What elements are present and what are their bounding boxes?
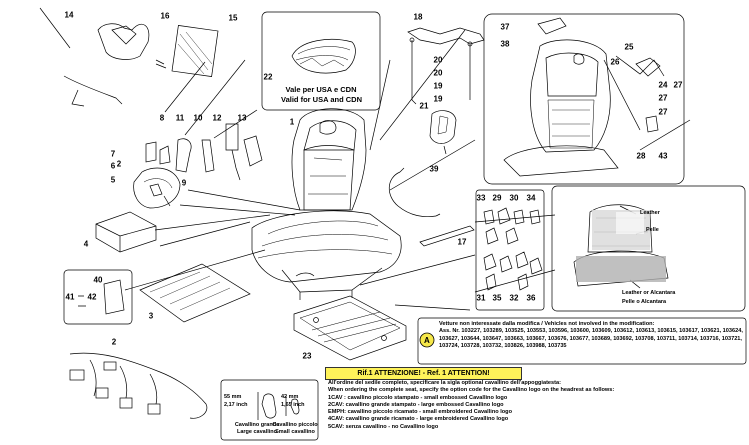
part-number-callout: 27	[673, 80, 683, 90]
part-number-callout: 39	[429, 164, 439, 174]
part-number-callout: 29	[492, 193, 502, 203]
part-number-callout: 38	[500, 39, 510, 49]
part-number-callout: 5	[110, 175, 116, 185]
part-number-callout: 18	[413, 12, 423, 22]
option-4cav: 4CAV: cavallino grande ricamato - large …	[328, 416, 509, 423]
vehicles-note-title: Vetture non interessate dalla modifica /…	[439, 321, 655, 327]
option-emph: EMPH: cavallino piccolo ricamato - small…	[328, 409, 513, 416]
part-number-callout: 4	[83, 239, 89, 249]
option-2cav: 2CAV: cavallino grande stampato - large …	[328, 401, 504, 408]
part-number-callout: 36	[526, 293, 536, 303]
part-number-callout: 19	[433, 81, 443, 91]
part-number-callout: 3	[148, 311, 154, 321]
part-number-callout: 34	[526, 193, 536, 203]
order-note-en: When ordering the complete seat, specify…	[328, 387, 615, 394]
part-number-callout: 25	[624, 42, 634, 52]
large-cavallino-caption: Cavallino grande Large cavallino	[232, 422, 282, 436]
part-number-callout: 40	[93, 275, 103, 285]
leather-label-it: Pelle	[646, 227, 659, 233]
part-number-callout: 24	[658, 80, 668, 90]
part-number-callout: 28	[636, 151, 646, 161]
part-number-callout: 19	[433, 94, 443, 104]
usa-note-en: Valid for USA and CDN	[281, 95, 362, 104]
part-number-callout: 32	[509, 293, 519, 303]
small-dim-mm: 42 mm	[281, 394, 299, 400]
alcantara-label-en: Leather or Alcantara	[622, 290, 676, 296]
part-number-callout: 27	[658, 107, 668, 117]
part-number-callout: 2	[111, 337, 117, 347]
part-number-callout: 21	[419, 101, 429, 111]
vehicles-note-list: Ass. Nr. 103227, 103289, 103525, 103553,…	[439, 328, 743, 349]
part-number-callout: 1	[289, 117, 295, 127]
part-number-callout: 43	[658, 151, 668, 161]
part-number-callout: 41	[65, 292, 75, 302]
part-number-callout: 33	[476, 193, 486, 203]
part-number-callout: 10	[193, 113, 203, 123]
part-number-callout: 26	[610, 57, 620, 67]
part-number-callout: 42	[87, 292, 97, 302]
large-cavallino-it: Cavallino grande	[234, 422, 280, 428]
usa-cdn-note: Vale per USA e CDN Valid for USA and CDN	[281, 85, 362, 105]
alcantara-label-it: Pelle o Alcantara	[622, 299, 667, 305]
part-number-callout: 12	[212, 113, 222, 123]
attention-banner: Rif.1 ATTENZIONE! - Ref. 1 ATTENTION!	[325, 367, 522, 380]
part-number-callout: 31	[476, 293, 486, 303]
part-number-callout: 37	[500, 22, 510, 32]
large-dim-in: 2,17 inch	[224, 402, 248, 408]
small-dim-in: 1,65 inch	[281, 402, 305, 408]
order-note-it: All'ordine del sedile completo, specific…	[328, 380, 561, 386]
part-number-callout: 14	[64, 10, 74, 20]
order-note: All'ordine del sedile completo, specific…	[328, 380, 746, 431]
part-number-callout: 8	[159, 113, 165, 123]
vehicles-marker: A	[424, 336, 430, 345]
part-number-callout: 9	[181, 178, 187, 188]
part-number-callout: 6	[110, 161, 116, 171]
part-number-callout: 35	[492, 293, 502, 303]
part-number-callout: 2	[116, 159, 122, 169]
part-number-callout: 13	[237, 113, 247, 123]
part-number-callout: 30	[509, 193, 519, 203]
part-number-callout: 23	[302, 351, 312, 361]
large-cavallino-en: Large cavallino	[236, 429, 278, 435]
part-number-callout: 16	[160, 11, 170, 21]
option-1cav: 1CAV : cavallino piccolo stampato - smal…	[328, 394, 508, 401]
small-cavallino-caption: Cavallino piccolo Small cavallino	[270, 422, 320, 436]
part-number-callout: 27	[658, 93, 668, 103]
part-number-callout: 20	[433, 68, 443, 78]
usa-note-it: Vale per USA e CDN	[285, 85, 357, 94]
part-number-callout: 20	[433, 55, 443, 65]
part-number-callout: 7	[110, 149, 116, 159]
leather-label-en: Leather	[640, 210, 660, 216]
vehicles-note: Vetture non interessate dalla modifica /…	[439, 321, 744, 350]
small-cavallino-it: Cavallino piccolo	[272, 422, 318, 428]
part-number-callout: 15	[228, 13, 238, 23]
large-dim-mm: 55 mm	[224, 394, 242, 400]
part-number-callout: 17	[457, 237, 467, 247]
part-number-callout: 22	[263, 72, 273, 82]
part-number-callout: 11	[175, 113, 185, 123]
option-5cav: 5CAV: senza cavallino - no Cavallino log…	[328, 423, 439, 430]
small-cavallino-en: Small cavallino	[275, 429, 315, 435]
